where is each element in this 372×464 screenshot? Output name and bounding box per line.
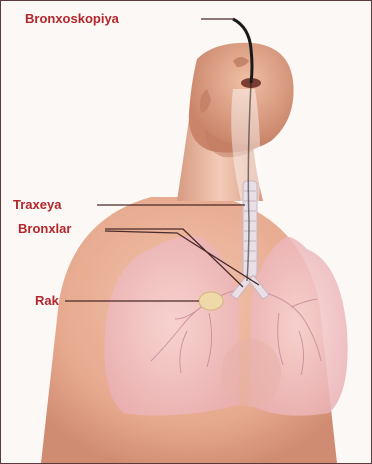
tumor-label: Rak [35, 294, 59, 307]
heart-shadow [221, 339, 281, 407]
bronchoscopy-label: Bronxoskopiya [25, 12, 119, 25]
trachea [243, 181, 257, 277]
trachea-label: Traxeya [13, 198, 61, 211]
bronchi-label: Bronxlar [18, 222, 71, 235]
tumor [199, 292, 223, 310]
